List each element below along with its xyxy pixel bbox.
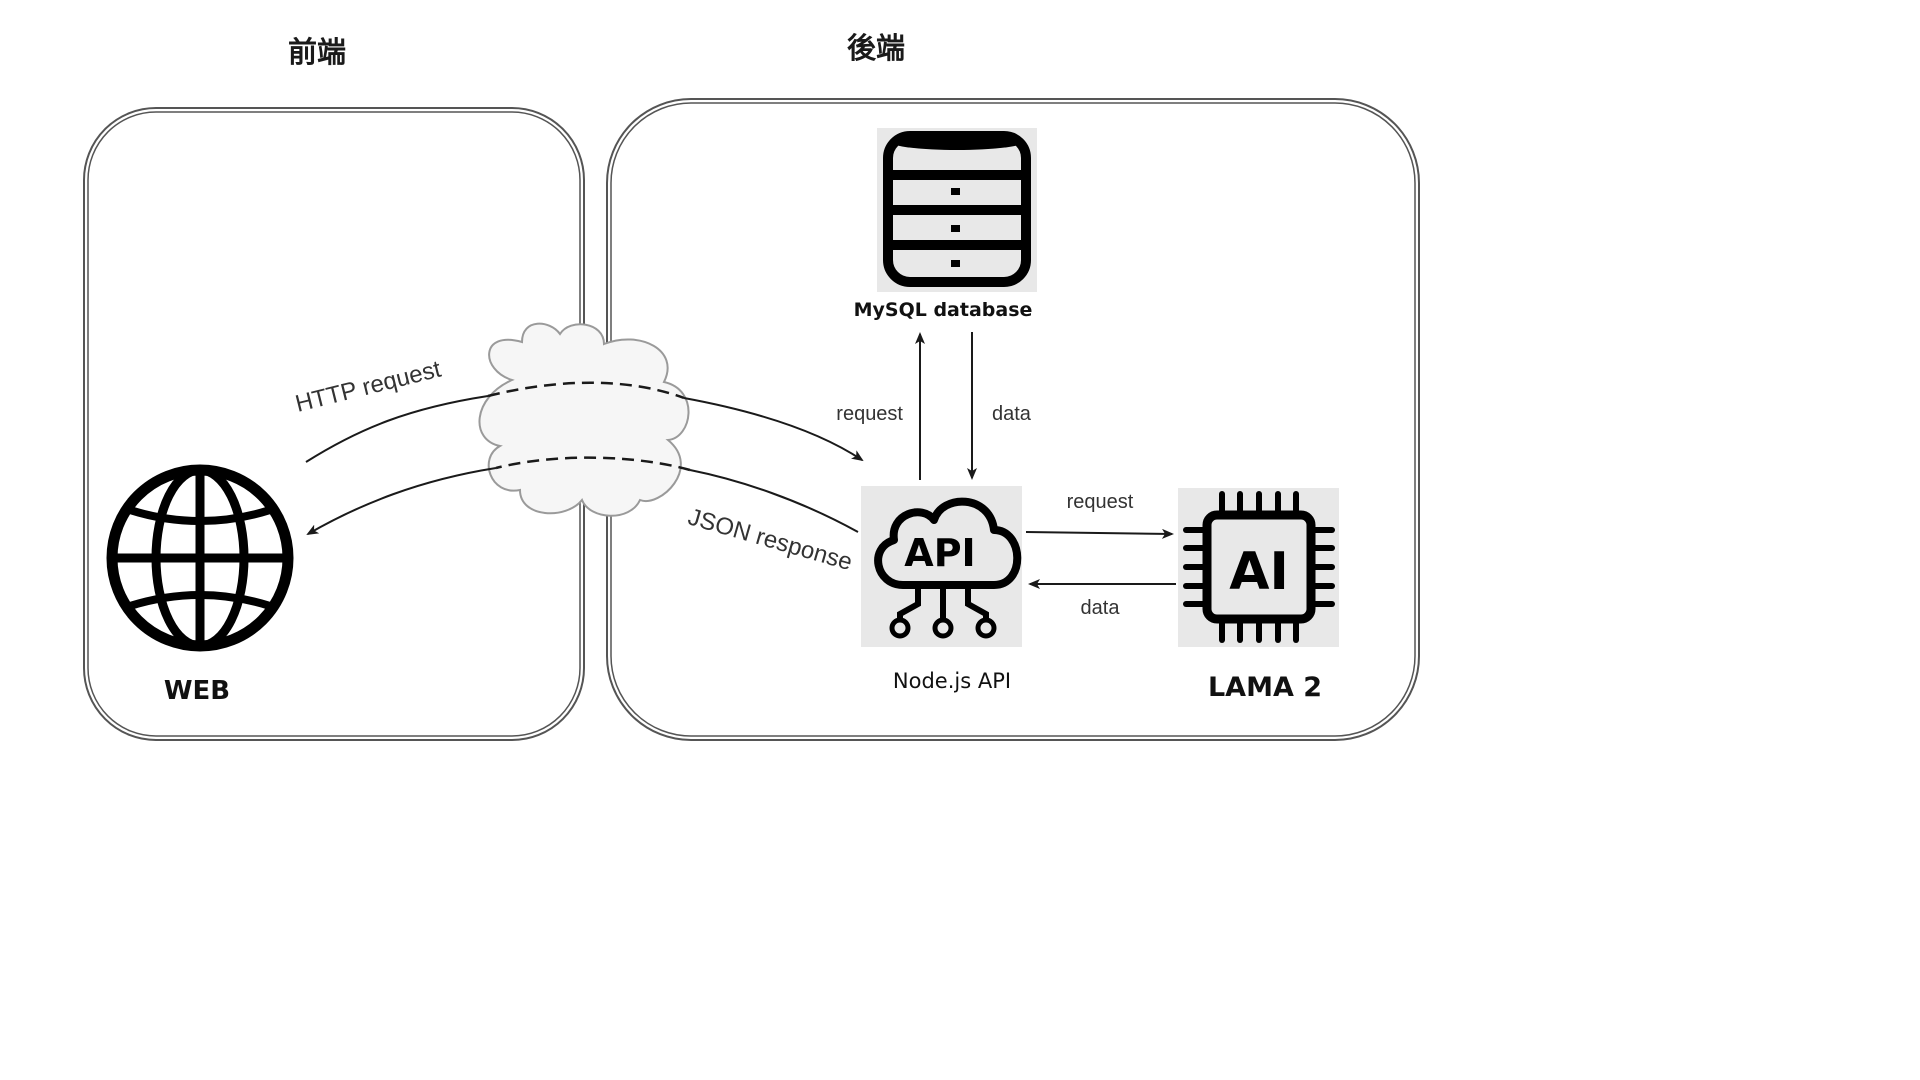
globe-icon — [106, 464, 294, 652]
frontend-title: 前端 — [288, 35, 346, 69]
api-label: Node.js API — [893, 669, 1011, 693]
database-icon — [877, 128, 1037, 292]
db-to-api-label: data — [992, 403, 1032, 425]
ai-icon-text: AI — [1229, 542, 1289, 602]
ai-to-api-label: data — [1081, 597, 1121, 619]
backend-title: 後端 — [847, 31, 905, 65]
cloud-api-icon: API — [861, 486, 1022, 647]
api-to-ai-label: request — [1067, 491, 1134, 513]
http-request-label: HTTP request — [293, 356, 444, 418]
json-response-edge — [306, 456, 859, 535]
json-response-label: JSON response — [685, 503, 855, 576]
api-to-db-label: request — [836, 403, 903, 425]
cloud-icon — [478, 322, 690, 517]
mysql-label: MySQL database — [854, 299, 1033, 321]
web-label: WEB — [164, 676, 230, 706]
api-icon-text: API — [904, 531, 975, 575]
ai-chip-icon: AI — [1178, 488, 1339, 647]
ai-label: LAMA 2 — [1208, 672, 1322, 703]
http-request-edge — [305, 381, 864, 463]
api-to-ai-edge — [1025, 528, 1174, 539]
